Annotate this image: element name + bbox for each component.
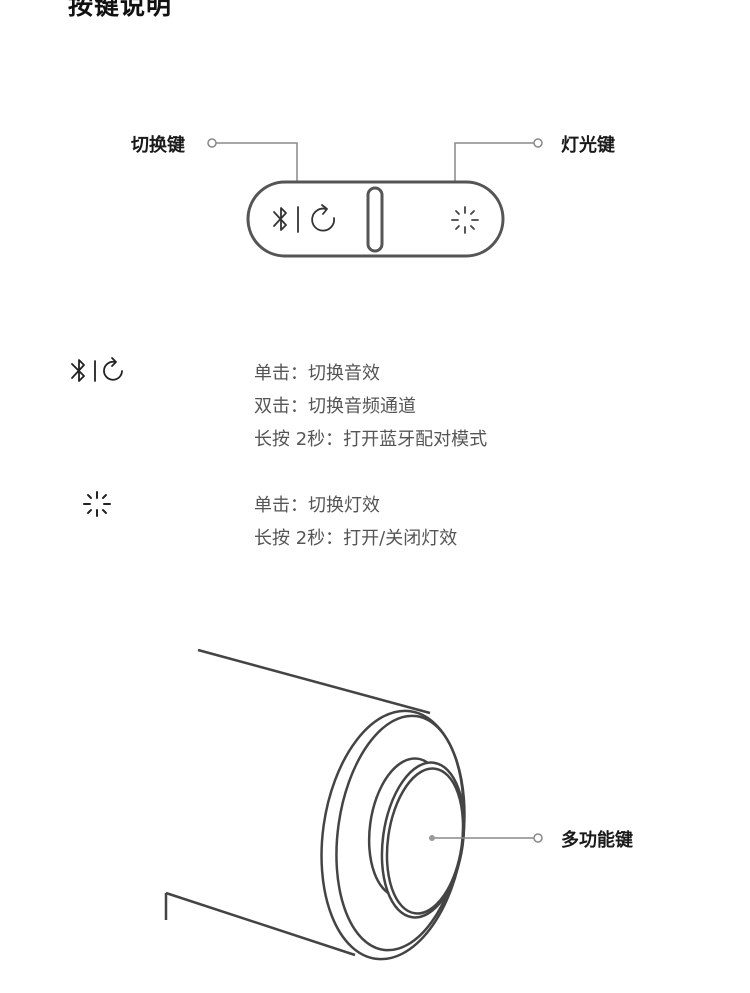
switch-desc-line: 双击：切换音频通道: [254, 396, 416, 417]
callout-light-key: 灯光键: [561, 135, 615, 156]
switch-desc-line: 单击：切换音效: [254, 363, 380, 384]
pill-light-icon: [451, 206, 479, 234]
pill-bluetooth-switch-icon: [273, 204, 335, 233]
page-title: 按键说明: [68, 0, 173, 20]
light-desc-line: 长按 2秒：打开/关闭灯效: [254, 528, 458, 549]
callout-switch-key: 切换键: [131, 135, 185, 156]
light-desc-line: 单击：切换灯效: [254, 495, 380, 516]
bluetooth-sound-switch-icon: [71, 357, 123, 382]
device-illustration: [164, 648, 466, 961]
light-burst-icon: [83, 491, 111, 517]
callout-multifunction-key: 多功能键: [561, 830, 633, 851]
switch-desc-line: 长按 2秒：打开蓝牙配对模式: [254, 429, 488, 450]
